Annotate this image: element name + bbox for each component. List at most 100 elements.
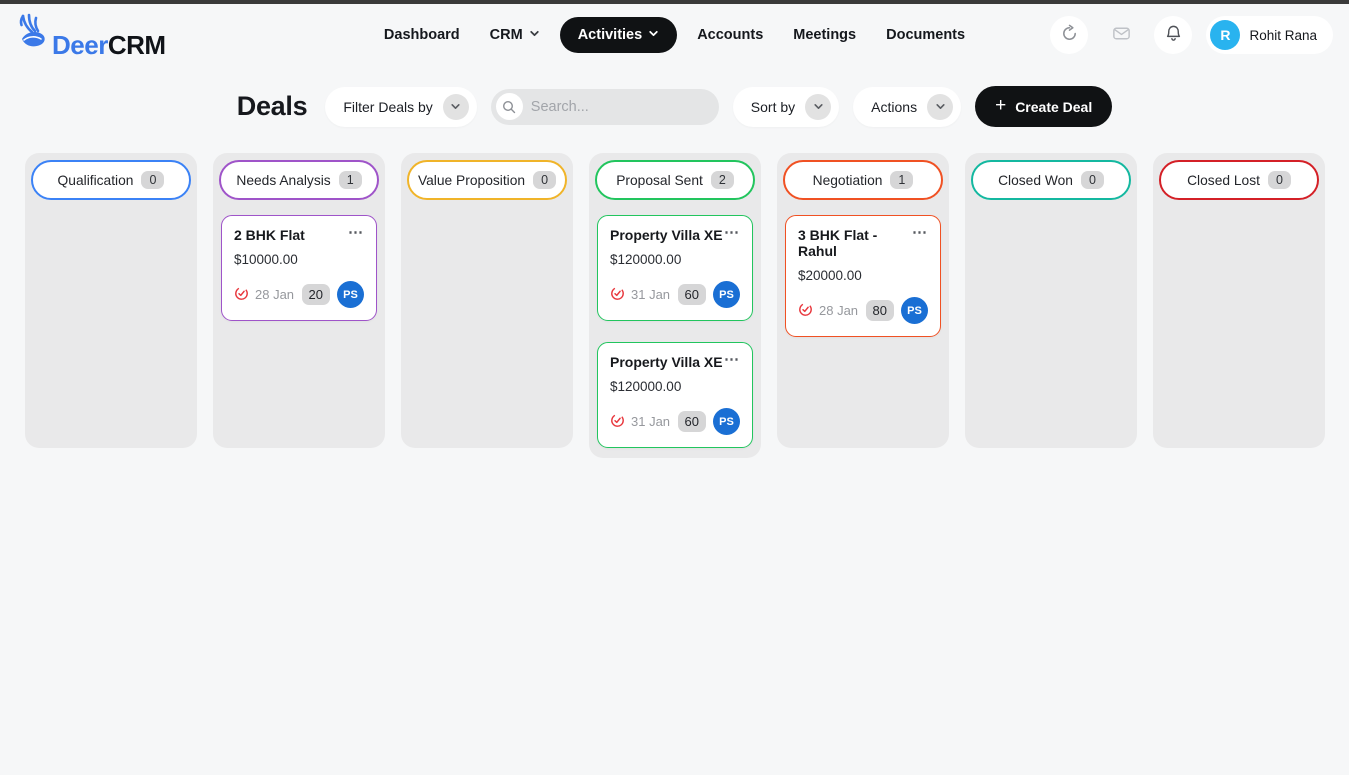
column-name: Closed Won xyxy=(998,172,1073,188)
column-count-badge: 0 xyxy=(1267,171,1291,189)
due-date-label: 31 Jan xyxy=(631,287,671,303)
owner-avatar[interactable]: PS xyxy=(713,281,740,309)
card-menu-button[interactable]: ⋯ xyxy=(724,351,740,369)
column-cards xyxy=(407,200,567,215)
column-name: Value Proposition xyxy=(417,172,526,188)
nav-item-label: Dashboard xyxy=(383,27,460,43)
deal-amount: $120000.00 xyxy=(610,379,682,395)
owner-avatar[interactable]: PS xyxy=(901,297,928,325)
column-cards xyxy=(971,200,1131,215)
card-meta: 80 PS xyxy=(865,297,928,325)
user-menu[interactable]: R Rohit Rana xyxy=(1206,16,1333,54)
owner-avatar[interactable]: PS xyxy=(337,281,364,309)
deal-amount: $10000.00 xyxy=(234,252,298,268)
nav-item-label: Activities xyxy=(577,27,643,43)
chevron-down-icon xyxy=(927,93,954,120)
owner-avatar[interactable]: PS xyxy=(713,408,740,436)
card-menu-button[interactable]: ⋯ xyxy=(724,225,740,240)
refresh-button[interactable] xyxy=(1050,16,1089,54)
deal-amount: $120000.00 xyxy=(610,252,682,268)
column-name: Proposal Sent xyxy=(616,172,703,188)
card-meta: 60 PS xyxy=(677,281,740,309)
actions-button[interactable]: Actions xyxy=(853,86,962,127)
ellipsis-icon: ⋯ xyxy=(724,351,740,369)
deal-card[interactable]: 3 BHK Flat - Rahul ⋯ $20000.00 28 Jan 80… xyxy=(785,215,941,338)
target-icon xyxy=(234,286,249,304)
nav-item-crm[interactable]: CRM xyxy=(480,18,550,52)
column-cards: 3 BHK Flat - Rahul ⋯ $20000.00 28 Jan 80… xyxy=(783,200,943,338)
deal-title: Property Villa XE xyxy=(610,227,723,243)
column-name: Needs Analysis xyxy=(236,172,331,188)
due-date-label: 28 Jan xyxy=(255,287,295,303)
deal-title: 3 BHK Flat - Rahul xyxy=(798,227,878,260)
nav-item-meetings[interactable]: Meetings xyxy=(783,18,866,52)
deal-card[interactable]: 2 BHK Flat ⋯ $10000.00 28 Jan 20 PS xyxy=(221,215,377,322)
app-logo[interactable]: DeerCRM xyxy=(16,13,166,58)
card-meta: 20 PS xyxy=(301,281,364,309)
deal-title: 2 BHK Flat xyxy=(234,227,305,243)
column-name: Closed Lost xyxy=(1187,172,1260,188)
deal-card[interactable]: Property Villa XE ⋯ $120000.00 31 Jan 60… xyxy=(597,342,753,449)
target-icon xyxy=(798,302,813,320)
nav-item-dashboard[interactable]: Dashboard xyxy=(374,18,470,52)
search-box xyxy=(490,88,719,125)
card-meta: 60 PS xyxy=(677,408,740,436)
column-cards: Property Villa XE ⋯ $120000.00 31 Jan 60… xyxy=(595,200,755,449)
refresh-icon xyxy=(1060,24,1079,46)
card-menu-button[interactable]: ⋯ xyxy=(912,224,928,241)
deal-due-date: 28 Jan xyxy=(798,302,858,320)
column-count-badge: 0 xyxy=(141,171,165,189)
column-count-badge: 0 xyxy=(1080,171,1104,189)
card-menu-button[interactable]: ⋯ xyxy=(348,225,364,240)
deals-toolbar: Deals Filter Deals by Sort by Actions + … xyxy=(0,86,1349,127)
column-cards xyxy=(1159,200,1319,215)
deal-score-badge: 80 xyxy=(865,300,894,322)
filter-deals-button[interactable]: Filter Deals by xyxy=(325,86,477,127)
create-deal-label: Create Deal xyxy=(1015,98,1093,115)
deal-amount: $20000.00 xyxy=(798,268,862,284)
deal-card[interactable]: Property Villa XE ⋯ $120000.00 31 Jan 60… xyxy=(597,215,753,322)
chevron-down-icon xyxy=(529,27,540,43)
column-header-pill[interactable]: Closed Won 0 xyxy=(971,160,1131,200)
deal-due-date: 31 Jan xyxy=(610,286,670,304)
mail-button[interactable] xyxy=(1102,16,1140,54)
nav-item-label: Documents xyxy=(886,27,966,43)
search-input[interactable] xyxy=(530,98,707,115)
nav-item-activities[interactable]: Activities xyxy=(559,17,678,53)
main-nav: Dashboard CRM Activities Accounts Meetings Do… xyxy=(374,17,975,53)
kanban-column-closed-won: Closed Won 0 xyxy=(965,153,1137,448)
column-header-pill[interactable]: Closed Lost 0 xyxy=(1159,160,1319,200)
due-date-label: 28 Jan xyxy=(819,303,859,319)
sort-by-label: Sort by xyxy=(750,98,796,115)
create-deal-button[interactable]: + Create Deal xyxy=(975,86,1113,127)
mail-icon xyxy=(1111,23,1132,47)
column-name: Negotiation xyxy=(812,172,883,188)
nav-item-documents[interactable]: Documents xyxy=(876,18,975,52)
nav-item-accounts[interactable]: Accounts xyxy=(687,18,773,52)
sort-by-button[interactable]: Sort by xyxy=(732,86,840,127)
deal-due-date: 31 Jan xyxy=(610,413,670,431)
nav-item-label: Accounts xyxy=(697,27,764,43)
deal-title: Property Villa XE xyxy=(610,354,723,371)
column-cards xyxy=(31,200,191,215)
header-actions: R Rohit Rana xyxy=(1050,16,1333,54)
user-name: Rohit Rana xyxy=(1249,27,1317,43)
notifications-button[interactable] xyxy=(1154,16,1193,54)
chevron-down-icon xyxy=(805,93,832,120)
plus-icon: + xyxy=(995,95,1007,116)
nav-item-label: CRM xyxy=(489,27,523,43)
kanban-column-closed-lost: Closed Lost 0 xyxy=(1153,153,1325,448)
ellipsis-icon: ⋯ xyxy=(912,224,928,241)
deal-score-badge: 60 xyxy=(677,411,706,433)
app-title: DeerCRM xyxy=(52,29,166,60)
